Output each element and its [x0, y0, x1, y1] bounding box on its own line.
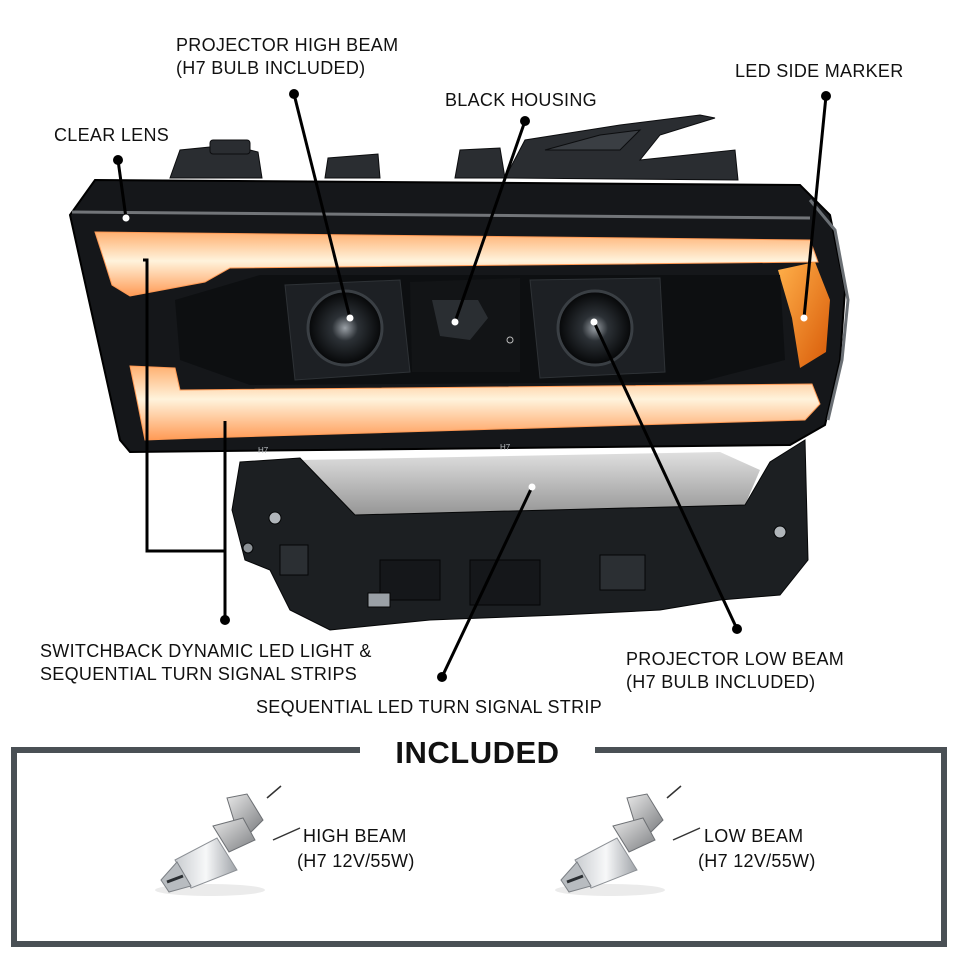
included-title: INCLUDED: [360, 735, 595, 771]
label-switchback-line2: SEQUENTIAL TURN SIGNAL STRIPS: [40, 664, 358, 684]
mounting-brackets: [169, 114, 739, 181]
leader-lines: [116, 93, 828, 678]
leader-dots: [113, 89, 831, 682]
lower-drl-strip: [129, 365, 821, 441]
projector-cluster: [175, 275, 785, 385]
bulb-label-low-beam-line2: (H7 12V/55W): [698, 851, 816, 871]
label-black-housing: BLACK HOUSING: [445, 90, 597, 110]
leader-endpoints: [122, 214, 808, 491]
label-projector-low-beam-line2: (H7 BULB INCLUDED): [626, 672, 816, 692]
label-clear-lens: CLEAR LENS: [54, 125, 170, 145]
included-frame: [11, 747, 947, 947]
bulb-label-low-beam: LOW BEAM (H7 12V/55W): [698, 824, 816, 874]
label-projector-high-beam-line2: (H7 BULB INCLUDED): [176, 58, 366, 78]
label-projector-low-beam: PROJECTOR LOW BEAM (H7 BULB INCLUDED): [626, 648, 844, 694]
h7-mark-center: H7: [500, 443, 511, 452]
lower-bracket: [231, 439, 809, 631]
h7-bulb-high-beam-illustration: [155, 785, 301, 896]
label-led-side-marker: LED SIDE MARKER: [735, 61, 904, 81]
bulb-label-low-beam-line1: LOW BEAM: [704, 826, 804, 846]
label-sequential-strip: SEQUENTIAL LED TURN SIGNAL STRIP: [256, 697, 603, 717]
bulb-label-high-beam-line2: (H7 12V/55W): [297, 851, 415, 871]
label-switchback-line1: SWITCHBACK DYNAMIC LED LIGHT &: [40, 641, 372, 661]
bulb-label-high-beam: HIGH BEAM (H7 12V/55W): [297, 824, 415, 874]
bulb-label-high-beam-line1: HIGH BEAM: [303, 826, 407, 846]
label-switchback: SWITCHBACK DYNAMIC LED LIGHT & SEQUENTIA…: [40, 640, 372, 686]
label-projector-high-beam-line1: PROJECTOR HIGH BEAM: [176, 35, 399, 55]
label-projector-high-beam: PROJECTOR HIGH BEAM (H7 BULB INCLUDED): [176, 34, 398, 80]
lower-clear-lens: [300, 452, 760, 515]
h7-bulb-low-beam-illustration: [555, 785, 701, 896]
label-projector-low-beam-line1: PROJECTOR LOW BEAM: [626, 649, 845, 669]
h7-mark-left: H7: [258, 446, 269, 455]
